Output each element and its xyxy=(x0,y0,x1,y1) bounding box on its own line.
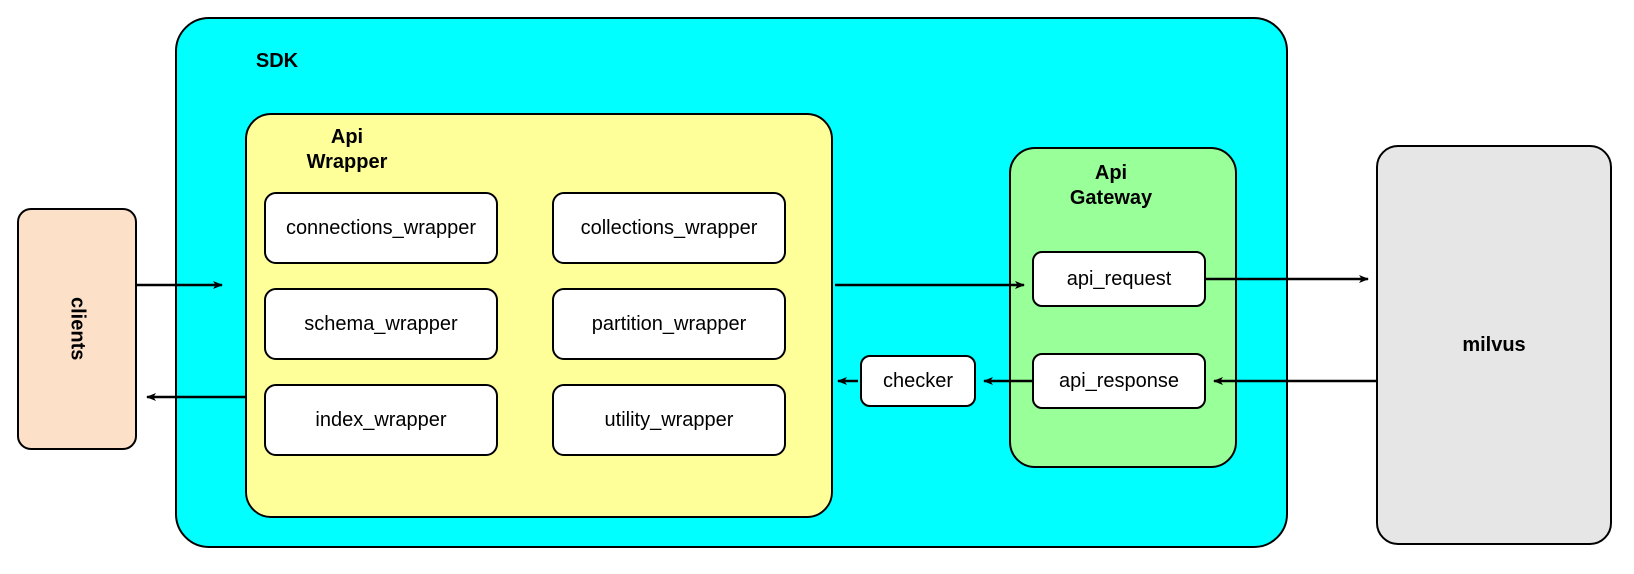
node-milvus[interactable]: milvus xyxy=(1376,145,1612,545)
node-connections-wrapper[interactable]: connections_wrapper xyxy=(264,192,498,264)
node-schema-wrapper[interactable]: schema_wrapper xyxy=(264,288,498,360)
node-index-wrapper[interactable]: index_wrapper xyxy=(264,384,498,456)
node-utility-wrapper[interactable]: utility_wrapper xyxy=(552,384,786,456)
clients-label: clients xyxy=(66,297,89,361)
api-wrapper-title: Api Wrapper xyxy=(306,126,388,173)
node-api-request[interactable]: api_request xyxy=(1032,251,1206,307)
sdk-title: SDK xyxy=(255,50,299,72)
node-partition-wrapper[interactable]: partition_wrapper xyxy=(552,288,786,360)
node-collections-wrapper[interactable]: collections_wrapper xyxy=(552,192,786,264)
api-gateway-title: Api Gateway xyxy=(1069,162,1153,209)
node-clients[interactable]: clients xyxy=(17,208,137,450)
api-gateway-container[interactable]: Api Gateway xyxy=(1009,147,1237,468)
node-api-response[interactable]: api_response xyxy=(1032,353,1206,409)
node-checker[interactable]: checker xyxy=(860,355,976,407)
